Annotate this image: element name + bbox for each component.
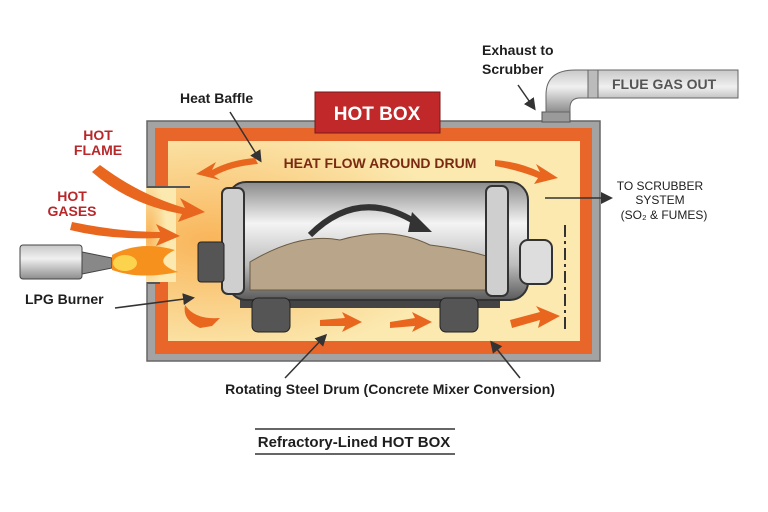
- hot-box-title: HOT BOX: [334, 104, 421, 125]
- caption: Refractory-Lined HOT BOX: [258, 434, 451, 451]
- exhaust-label-line1: Exhaust to: [482, 42, 554, 58]
- drum-label: Rotating Steel Drum (Concrete Mixer Conv…: [225, 381, 555, 397]
- exhaust-label-line2: Scrubber: [482, 61, 544, 77]
- lpg-burner: [19, 244, 178, 280]
- hot-flame-label-line1: HOT: [83, 127, 113, 143]
- lpg-burner-label: LPG Burner: [25, 291, 104, 307]
- drum-end-ring-right: [485, 185, 509, 297]
- hot-box-badge: HOT BOX: [314, 91, 441, 134]
- exhaust-pipe: [541, 69, 739, 123]
- scrubber-label-line2: SYSTEM: [635, 193, 684, 207]
- hot-flame-label-line2: FLAME: [74, 142, 122, 158]
- hot-gases-label-line2: GASES: [47, 203, 96, 219]
- hot-gases-label-line1: HOT: [57, 188, 87, 204]
- leader-lines: [114, 84, 613, 379]
- rotation-arrow: [307, 204, 422, 238]
- heat-baffle-label: Heat Baffle: [180, 90, 253, 106]
- drum-end-ring-left: [221, 187, 245, 295]
- heat-flow-arrows: [70, 158, 560, 332]
- flue-gas-label: FLUE GAS OUT: [612, 76, 717, 92]
- scrubber-label-line1: TO SCRUBBER: [617, 179, 704, 193]
- rotating-drum: [197, 181, 566, 333]
- scrubber-label-line3: (SO₂ & FUMES): [621, 208, 708, 222]
- heat-flow-label: HEAT FLOW AROUND DRUM: [284, 155, 477, 171]
- drum-roller-right: [439, 297, 479, 333]
- drum-roller-left: [251, 297, 291, 333]
